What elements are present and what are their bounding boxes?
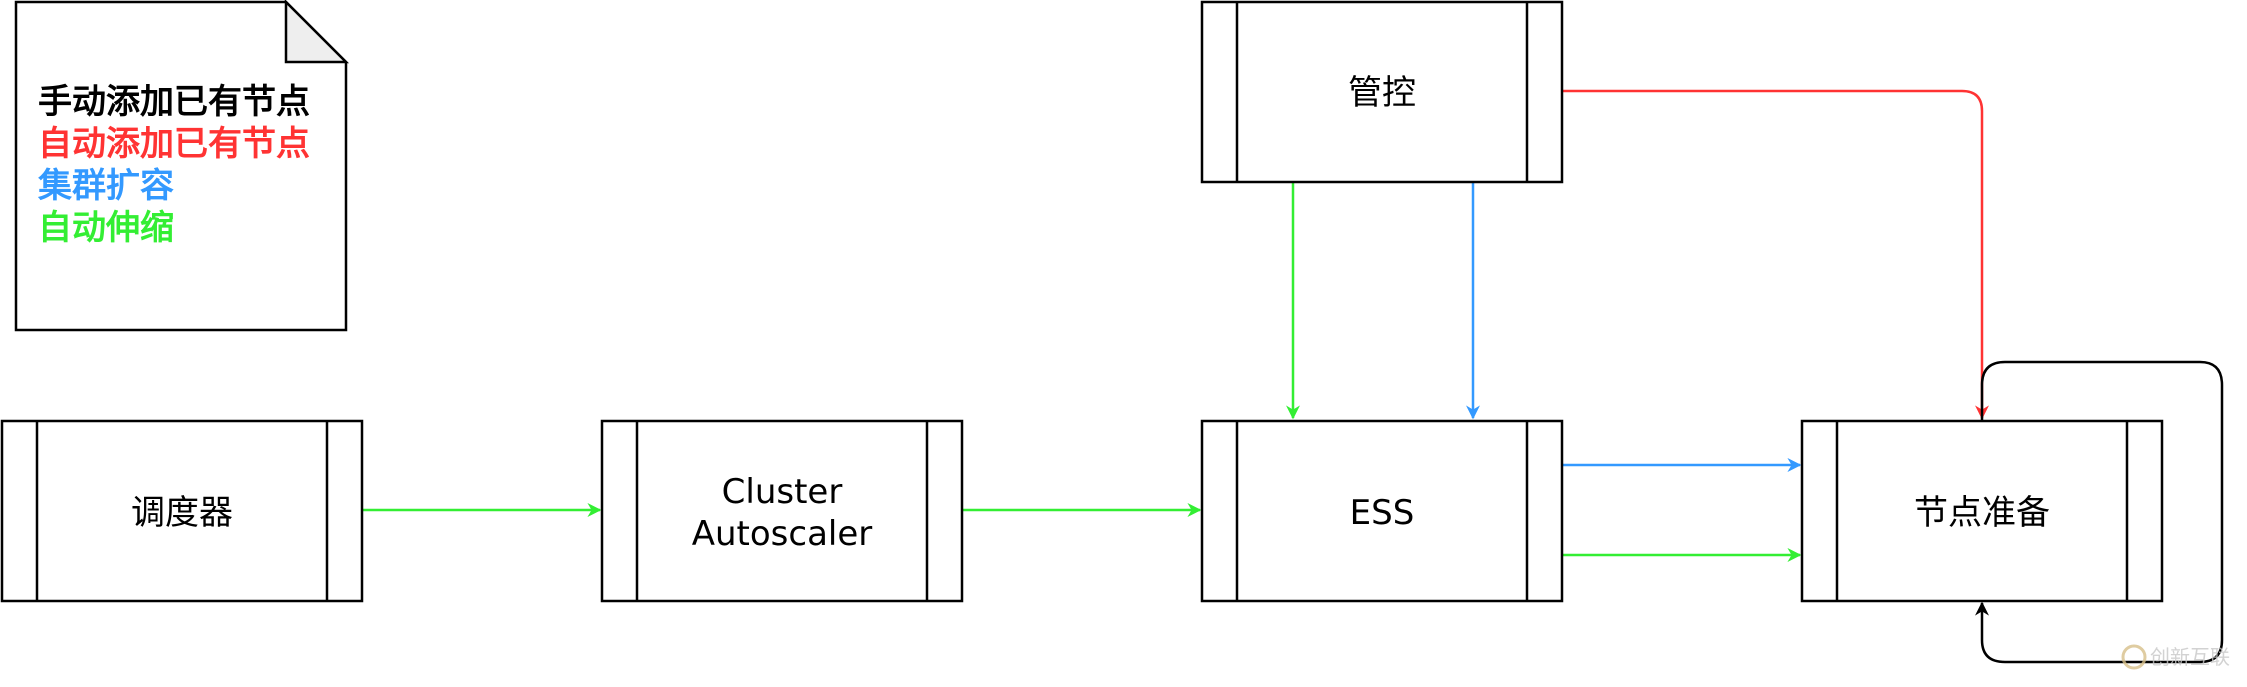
node-control-label: 管控: [1348, 73, 1416, 113]
legend-note-fold: [284, 0, 350, 64]
node-nodeprep: 节点准备: [1800, 419, 2164, 603]
legend-note-body: [14, 0, 348, 332]
node-autoscaler-label-line2: Autoscaler: [692, 514, 873, 554]
node-scheduler: 调度器: [0, 419, 364, 603]
node-autoscaler: Cluster Autoscaler: [600, 419, 964, 603]
legend-item-scale-out: 集群扩容: [37, 166, 174, 206]
node-nodeprep-box: [1800, 419, 2164, 603]
node-autoscaler-label-line1: Cluster: [722, 472, 843, 512]
node-ess-label: ESS: [1350, 493, 1415, 533]
edge-nodeprep-self-loop: [1975, 360, 2224, 664]
node-control-box: [1200, 0, 1564, 184]
node-ess: ESS: [1200, 419, 1564, 603]
node-nodeprep-label: 节点准备: [1914, 493, 2050, 533]
node-scheduler-box: [0, 419, 364, 603]
node-autoscaler-box: [600, 419, 964, 603]
watermark-logo-icon: [2121, 644, 2147, 670]
watermark-text: 创新互联: [2150, 645, 2230, 669]
legend-item-manual: 手动添加已有节点: [38, 82, 310, 122]
node-control: 管控: [1200, 0, 1564, 184]
node-ess-box: [1200, 419, 1564, 603]
edges: [362, 89, 2224, 664]
legend-item-autoscale: 自动伸缩: [38, 208, 174, 248]
edge-control-to-nodeprep-red: [1562, 89, 1989, 420]
legend-item-auto-add: 自动添加已有节点: [38, 124, 310, 164]
watermark: 创新互联: [2121, 644, 2230, 670]
legend-note: 手动添加已有节点 自动添加已有节点 集群扩容 自动伸缩: [14, 0, 350, 332]
node-scheduler-label: 调度器: [131, 493, 233, 533]
